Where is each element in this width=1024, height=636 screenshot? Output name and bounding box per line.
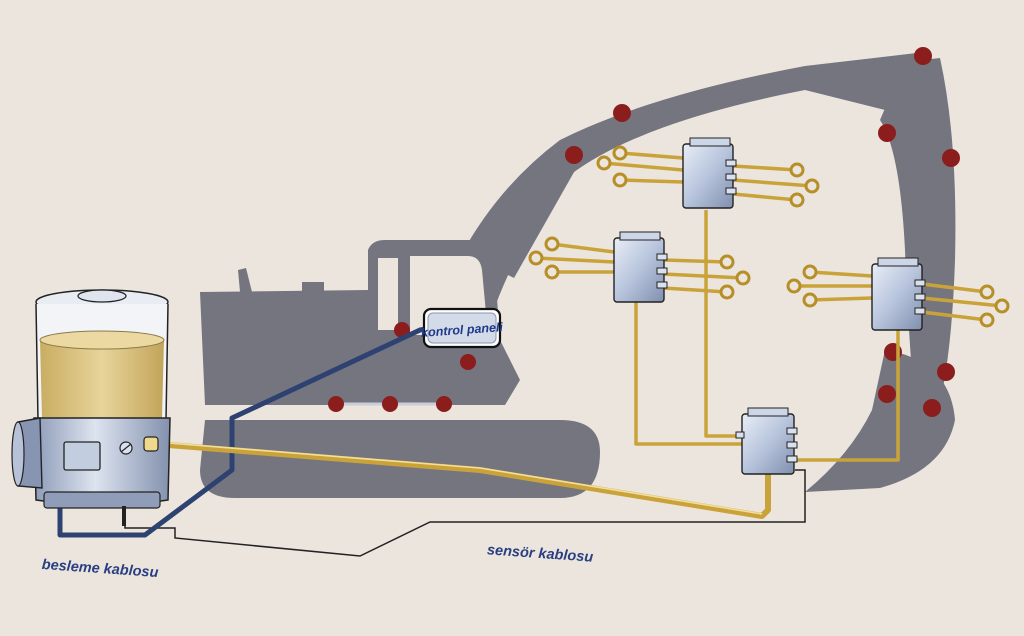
exhaust-stack	[302, 282, 324, 310]
excavator-boom	[440, 52, 934, 320]
main-lube-line-highlight	[155, 441, 763, 515]
distributor-block	[871, 257, 926, 331]
grease-point	[613, 104, 631, 122]
main-distributor-block	[735, 407, 798, 475]
grease-point	[436, 396, 452, 412]
distributor-block	[682, 137, 737, 209]
grease-points	[328, 47, 960, 417]
control-panel: kontrol paneli	[421, 307, 504, 349]
sensor-cable-label: sensör kablosu	[486, 542, 593, 565]
sensor-cable	[124, 469, 806, 557]
grease-point	[942, 149, 960, 167]
grease-point	[565, 146, 583, 164]
branch-lines	[634, 210, 900, 462]
control-panel-label: kontrol paneli	[421, 320, 504, 340]
grease-point	[382, 396, 398, 412]
grease-pump-reservoir	[11, 289, 171, 526]
grease-point	[878, 124, 896, 142]
grease-point	[923, 399, 941, 417]
supply-cable	[57, 325, 433, 538]
exhaust-pipe	[238, 268, 252, 292]
excavator-bucket	[805, 350, 955, 492]
grease-point	[914, 47, 932, 65]
grease-point	[878, 385, 896, 403]
grease-point	[937, 363, 955, 381]
supply-cable-label: besleme kablosu	[41, 557, 159, 581]
feed-line-ends	[528, 145, 1010, 328]
boom-cylinder	[498, 150, 582, 278]
distributor-block	[613, 231, 668, 303]
grease-point	[460, 354, 476, 370]
excavator-arm	[880, 58, 956, 410]
excavator-tracks	[200, 420, 600, 498]
grease-point	[328, 396, 344, 412]
main-lube-line	[155, 441, 771, 519]
feed-lines	[535, 151, 1003, 322]
